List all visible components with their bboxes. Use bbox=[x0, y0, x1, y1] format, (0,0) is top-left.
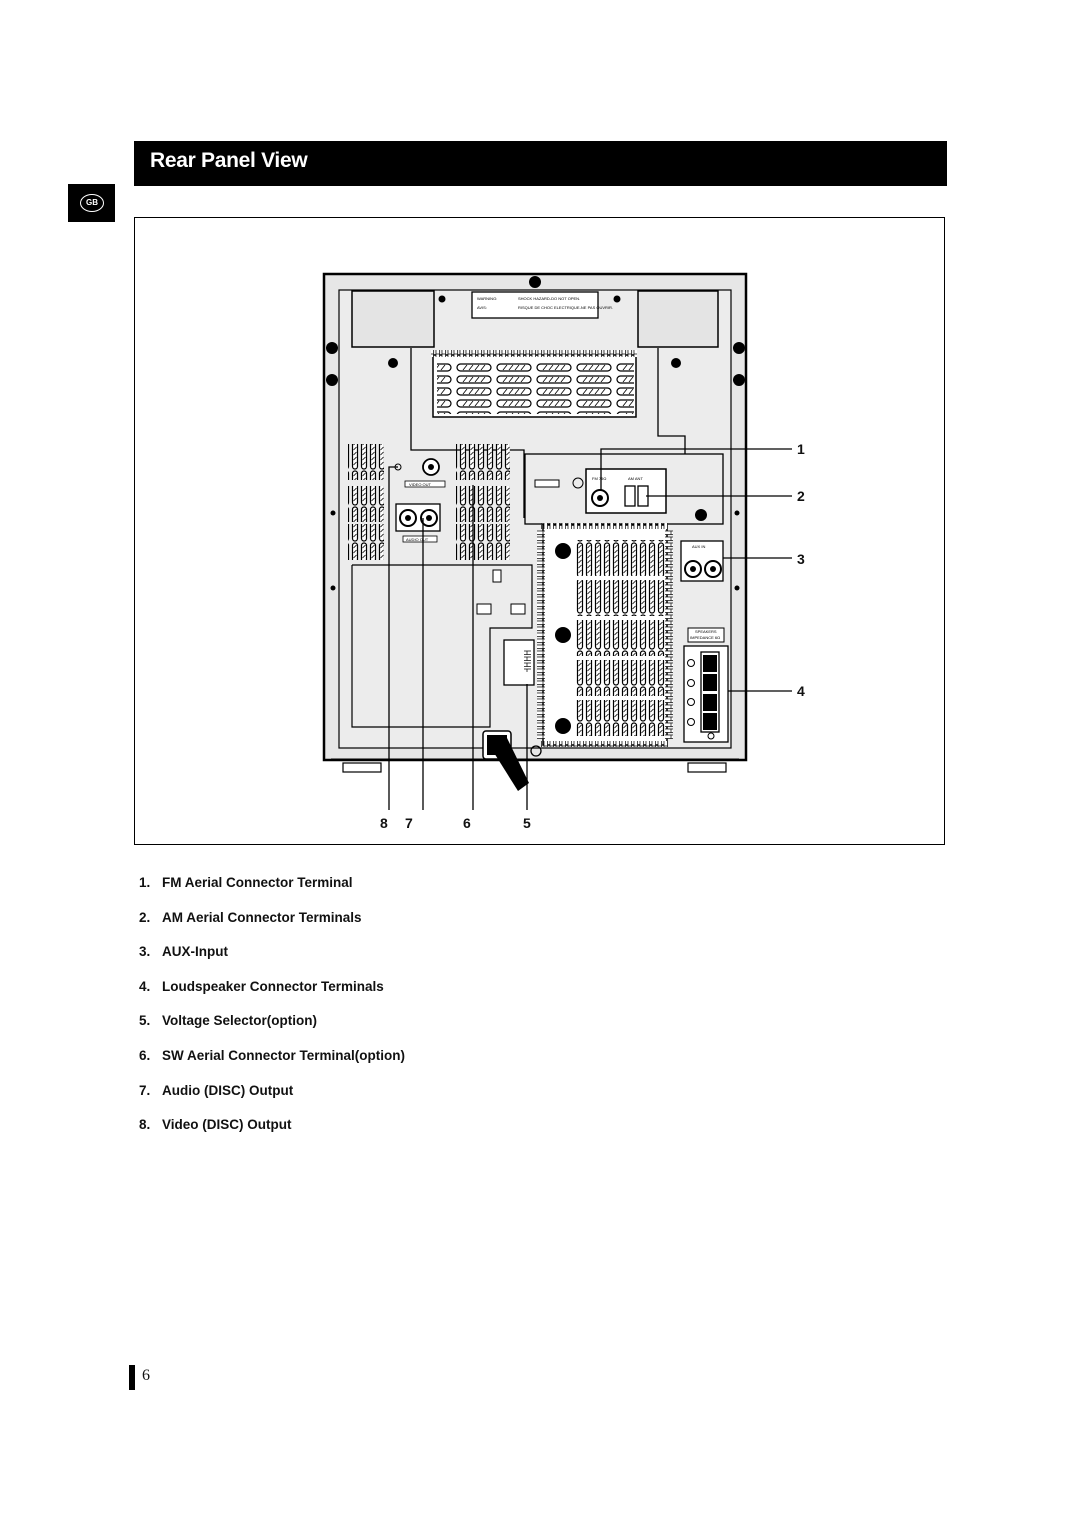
list-item: 4.Loudspeaker Connector Terminals bbox=[139, 978, 384, 994]
callout-5: 5 bbox=[523, 815, 531, 831]
warning-text: WARNING: bbox=[477, 296, 497, 301]
avis-message: RISQUE DE CHOC ELECTRIQUE-NE PAS OUVRIR. bbox=[518, 305, 613, 310]
impedance-label: IMPEDANCE 6Ω bbox=[690, 635, 720, 640]
callout-1: 1 bbox=[797, 441, 805, 457]
audio-out-label: AUDIO OUT bbox=[406, 537, 429, 542]
language-badge-label: GB bbox=[80, 194, 104, 212]
callout-7: 7 bbox=[405, 815, 413, 831]
list-item: 7.Audio (DISC) Output bbox=[139, 1082, 294, 1098]
warning-message: SHOCK HAZARD-DO NOT OPEN. bbox=[518, 296, 580, 301]
list-item: 6.SW Aerial Connector Terminal(option) bbox=[139, 1047, 406, 1063]
rear-panel-illustration: WARNING: SHOCK HAZARD-DO NOT OPEN. AVIS:… bbox=[322, 272, 792, 810]
list-item: 1.FM Aerial Connector Terminal bbox=[139, 875, 353, 890]
callout-2: 2 bbox=[797, 488, 805, 504]
aux-in-label: AUX IN bbox=[692, 544, 705, 549]
list-item: 3.AUX-Input bbox=[139, 944, 228, 960]
section-header: Rear Panel View bbox=[134, 141, 947, 186]
callout-3: 3 bbox=[797, 551, 805, 567]
page-marker bbox=[129, 1365, 135, 1390]
list-item: 5.Voltage Selector(option) bbox=[139, 1013, 318, 1029]
video-out-label: VIDEO OUT bbox=[409, 482, 432, 487]
section-title: Rear Panel View bbox=[150, 149, 308, 172]
list-item: 2.AM Aerial Connector Terminals bbox=[139, 909, 362, 925]
am-terminal-left bbox=[624, 485, 636, 507]
fm-label: FM 75Ω bbox=[592, 476, 606, 481]
callout-6: 6 bbox=[463, 815, 471, 831]
rear-panel-figure: WARNING: SHOCK HAZARD-DO NOT OPEN. AVIS:… bbox=[134, 217, 945, 845]
component-list: 1.FM Aerial Connector Terminal 2.AM Aeri… bbox=[139, 875, 405, 1152]
power-cord bbox=[491, 738, 529, 791]
callout-8: 8 bbox=[380, 815, 388, 831]
warning-label bbox=[471, 291, 599, 319]
list-item: 8.Video (DISC) Output bbox=[139, 1117, 292, 1133]
avis-text: AVIS: bbox=[477, 305, 487, 310]
am-label: AM ANT bbox=[628, 476, 643, 481]
page-number: 6 bbox=[142, 1367, 150, 1384]
language-badge: GB bbox=[68, 184, 115, 222]
callout-4: 4 bbox=[797, 683, 805, 699]
speakers-label: SPEAKERS bbox=[695, 629, 717, 634]
